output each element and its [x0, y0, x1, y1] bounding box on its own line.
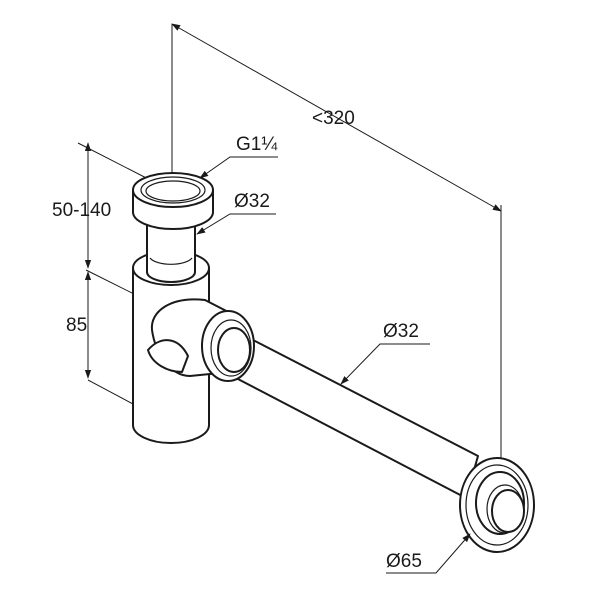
outlet-joint: [147, 298, 255, 382]
length-label: <320: [312, 108, 355, 129]
rosette-inner-ring: [465, 464, 529, 546]
inlet-tube-slip-line: [149, 257, 193, 265]
thread-callout: G1¼: [199, 134, 278, 179]
thread-label: G1¼: [236, 134, 278, 155]
height-range-label: 50-140: [52, 200, 111, 221]
pipe-diameter-label: Ø32: [383, 321, 419, 342]
inlet-diameter-leader: [196, 213, 276, 235]
pipe-diameter-leader: [340, 343, 430, 385]
height-lower-label: 85: [66, 315, 87, 336]
outlet-joint-cutaway: [147, 339, 189, 373]
rosette-diameter-callout: Ø65: [386, 533, 471, 574]
wall-rosette: [459, 457, 535, 553]
top-nut-opening: [145, 180, 201, 202]
top-nut-thread-ring: [140, 176, 206, 204]
top-nut: [132, 172, 214, 230]
thread-leader: [199, 156, 278, 179]
rosette-diameter-label: Ø65: [386, 551, 422, 572]
outlet-pipe-end: [217, 327, 251, 373]
rosette-cap: [491, 489, 525, 533]
inlet-diameter-callout: Ø32: [196, 191, 276, 235]
length-dimension-line: [171, 23, 502, 212]
inlet-diameter-label: Ø32: [234, 191, 270, 212]
length-dimension: <320: [171, 23, 502, 468]
pipe-diameter-callout: Ø32: [340, 321, 430, 385]
top-nut-rim: [132, 172, 214, 208]
rosette-diameter-leader: [386, 533, 471, 574]
outlet-nut-inner-ring: [210, 319, 252, 377]
